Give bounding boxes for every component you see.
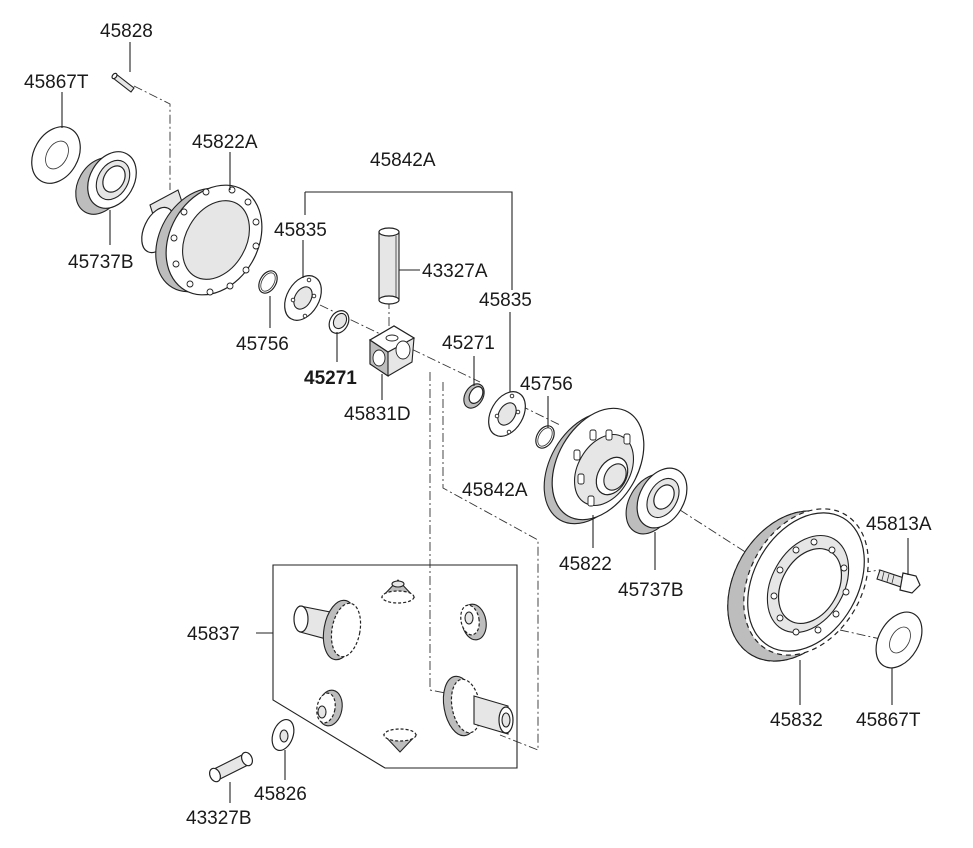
label-45826: 45826	[254, 784, 307, 805]
bearing-45737b-left	[75, 151, 137, 215]
part-labels: 45828 45867T 45822A 45737B 45842A 45835 …	[24, 21, 932, 829]
snap-ring-45756-right	[535, 425, 555, 449]
label-43327b: 43327B	[186, 808, 252, 829]
cover-holes	[573, 429, 631, 507]
cross-block-45831d	[368, 325, 416, 378]
label-45831d: 45831D	[344, 404, 411, 425]
shaft-43327a	[378, 227, 400, 305]
washer-45835-left	[284, 275, 322, 321]
snap-ring-45756-left	[258, 270, 278, 294]
bolt-45813a	[876, 569, 921, 594]
side-gear-left	[293, 599, 362, 661]
label-45822: 45822	[559, 554, 612, 575]
washer-45835-right	[488, 391, 526, 437]
differential-case-45822a	[141, 184, 263, 296]
label-45832: 45832	[770, 710, 823, 731]
label-45842a-top: 45842A	[370, 150, 436, 171]
label-45737b-left: 45737B	[68, 252, 134, 273]
label-45835-right: 45835	[479, 290, 532, 311]
shaft-43327b	[208, 751, 254, 783]
label-45842a-mid: 45842A	[462, 480, 528, 501]
thrust-washer-45867t-top	[31, 126, 81, 184]
case-cover-45822	[543, 407, 645, 525]
label-45813a: 45813A	[866, 514, 932, 535]
label-45867t-top: 45867T	[24, 72, 89, 93]
bushing-45271-right	[463, 383, 485, 409]
pin-45828	[111, 72, 135, 93]
ring-gear-bolt-holes	[770, 538, 850, 636]
gear-kit-box-45837	[272, 564, 518, 769]
bearing-45737b-right	[625, 467, 688, 535]
side-gear-right	[442, 675, 514, 737]
label-45271-right: 45271	[442, 333, 495, 354]
label-43327a: 43327A	[422, 261, 488, 282]
label-45737b-right: 45737B	[618, 580, 684, 601]
washer-45826	[271, 718, 295, 752]
label-45828: 45828	[100, 21, 153, 42]
bushing-45271-left	[328, 310, 350, 334]
pinion-gear-bottom	[382, 728, 418, 753]
case-bolt-holes	[170, 186, 260, 296]
pinion-gear-right	[460, 603, 487, 641]
label-45867t-bottom: 45867T	[856, 710, 921, 731]
label-45837: 45837	[187, 624, 240, 645]
label-45756-right: 45756	[520, 374, 573, 395]
pinion-gear-left-bottom	[316, 689, 343, 727]
thrust-washer-45867t-bottom	[875, 611, 923, 669]
pinion-gear-top	[380, 579, 416, 604]
label-45822a: 45822A	[192, 132, 258, 153]
leader-lines	[61, 42, 909, 803]
label-45271-left: 45271	[304, 368, 357, 389]
ring-gear-45832	[727, 508, 869, 662]
label-45835-left: 45835	[274, 220, 327, 241]
label-45756-left: 45756	[236, 334, 289, 355]
